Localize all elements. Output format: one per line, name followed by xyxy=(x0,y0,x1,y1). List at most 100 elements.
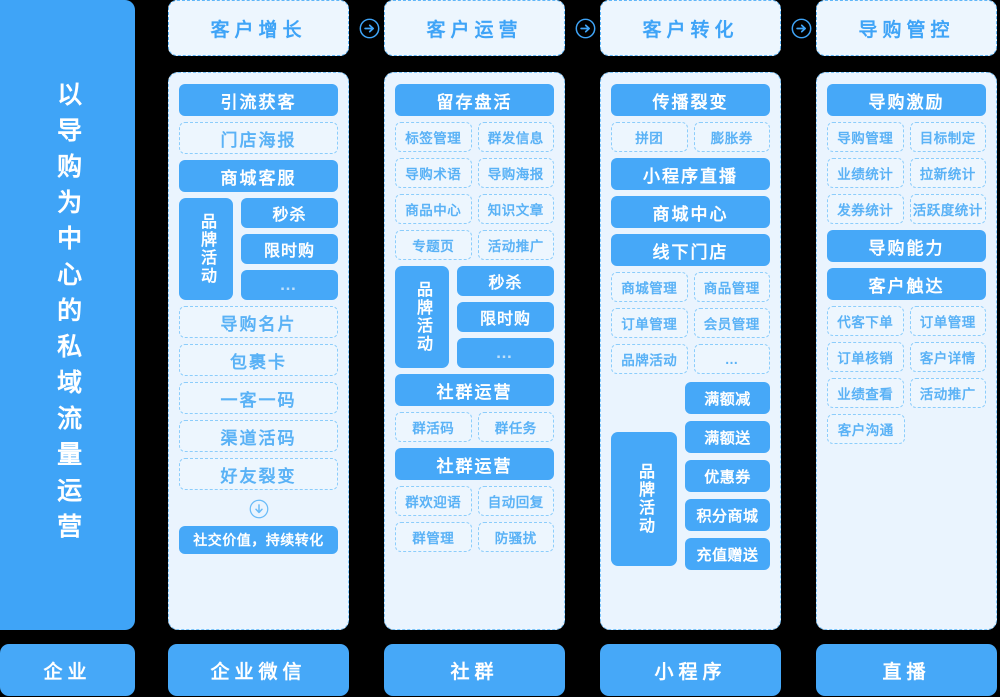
node-more-ellipsis[interactable]: … xyxy=(693,344,770,374)
node-满额送[interactable]: 满额送 xyxy=(685,421,770,453)
node-more-ellipsis[interactable]: … xyxy=(457,338,554,368)
node-限时购[interactable]: 限时购 xyxy=(241,234,338,264)
node-传播裂变[interactable]: 传播裂变 xyxy=(611,84,770,116)
node-秒杀[interactable]: 秒杀 xyxy=(241,198,338,228)
stage-header-2[interactable]: 客户转化 xyxy=(600,0,781,56)
node-活动推广[interactable]: 活动推广 xyxy=(477,230,554,260)
node-商品管理[interactable]: 商品管理 xyxy=(693,272,770,302)
node-自动回复[interactable]: 自动回复 xyxy=(477,486,554,516)
node-pair-row: 发券统计 活跃度统计 xyxy=(827,194,986,224)
node-导购海报[interactable]: 导购海报 xyxy=(477,158,554,188)
node-业绩查看[interactable]: 业绩查看 xyxy=(827,378,904,408)
node-秒杀[interactable]: 秒杀 xyxy=(457,266,554,296)
node-拉新统计[interactable]: 拉新统计 xyxy=(909,158,986,188)
brand-activity-group: 品牌活动 秒杀 限时购 … xyxy=(179,198,338,300)
cta-social-value[interactable]: 社交价值，持续转化 xyxy=(179,526,338,554)
node-品牌活动[interactable]: 品牌活动 xyxy=(611,432,677,566)
node-活跃度统计[interactable]: 活跃度统计 xyxy=(909,194,986,224)
node-商城客服[interactable]: 商城客服 xyxy=(179,160,338,192)
node-pair-row: 专题页 活动推广 xyxy=(395,230,554,260)
channel-企业[interactable]: 企业 xyxy=(0,644,135,696)
node-线下门店[interactable]: 线下门店 xyxy=(611,234,770,266)
node-渠道活码[interactable]: 渠道活码 xyxy=(179,420,338,452)
channel-直播[interactable]: 直播 xyxy=(816,644,997,696)
node-客户触达[interactable]: 客户触达 xyxy=(827,268,986,300)
node-业绩统计[interactable]: 业绩统计 xyxy=(827,158,904,188)
node-导购激励[interactable]: 导购激励 xyxy=(827,84,986,116)
stage-header-1[interactable]: 客户运营 xyxy=(384,0,565,56)
node-群任务[interactable]: 群任务 xyxy=(477,412,554,442)
arrow-right-circle-icon xyxy=(575,18,596,39)
node-订单管理[interactable]: 订单管理 xyxy=(909,306,986,336)
node-包裹卡[interactable]: 包裹卡 xyxy=(179,344,338,376)
node-留存盘活[interactable]: 留存盘活 xyxy=(395,84,554,116)
node-pair-row: 导购术语 导购海报 xyxy=(395,158,554,188)
arrow-down-circle-icon xyxy=(179,499,338,519)
node-pair-row: 品牌活动 … xyxy=(611,344,770,374)
node-pair-row: 拼团 膨胀券 xyxy=(611,122,770,152)
node-导购名片[interactable]: 导购名片 xyxy=(179,306,338,338)
node-会员管理[interactable]: 会员管理 xyxy=(693,308,770,338)
node-充值赠送[interactable]: 充值赠送 xyxy=(685,538,770,570)
stage-header-0[interactable]: 客户增长 xyxy=(168,0,349,56)
node-代客下单[interactable]: 代客下单 xyxy=(827,306,904,336)
node-品牌活动-small[interactable]: 品牌活动 xyxy=(611,344,688,374)
node-导购管理[interactable]: 导购管理 xyxy=(827,122,904,152)
node-订单核销[interactable]: 订单核销 xyxy=(827,342,904,372)
node-pair-row: 群管理 防骚扰 xyxy=(395,522,554,552)
banner-title: 以导购为中心的私域流量运营 xyxy=(53,81,82,549)
node-more-ellipsis[interactable]: … xyxy=(241,270,338,300)
brand-activity-group: 品牌活动 满额减 满额送 优惠券 积分商城 充值赠送 xyxy=(611,382,770,570)
node-好友裂变[interactable]: 好友裂变 xyxy=(179,458,338,490)
node-商城管理[interactable]: 商城管理 xyxy=(611,272,688,302)
panel-guide-management: 导购激励 导购管理 目标制定 业绩统计 拉新统计 发券统计 活跃度统计 导购能力… xyxy=(816,72,997,630)
node-防骚扰[interactable]: 防骚扰 xyxy=(477,522,554,552)
channel-企业微信[interactable]: 企业微信 xyxy=(168,644,349,696)
node-品牌活动[interactable]: 品牌活动 xyxy=(395,266,449,368)
node-pair-row: 客户沟通 xyxy=(827,414,986,444)
node-满额减[interactable]: 满额减 xyxy=(685,382,770,414)
node-限时购[interactable]: 限时购 xyxy=(457,302,554,332)
node-优惠券[interactable]: 优惠券 xyxy=(685,460,770,492)
node-客户沟通[interactable]: 客户沟通 xyxy=(827,414,905,444)
stage-header-row: 客户增长 客户运营 客户转化 导购管控 xyxy=(168,0,1000,56)
node-知识文章[interactable]: 知识文章 xyxy=(477,194,554,224)
node-pair-row: 标签管理 群发信息 xyxy=(395,122,554,152)
arrow-right-circle-icon xyxy=(791,18,812,39)
node-群欢迎语[interactable]: 群欢迎语 xyxy=(395,486,472,516)
node-pair-row: 商品中心 知识文章 xyxy=(395,194,554,224)
node-积分商城[interactable]: 积分商城 xyxy=(685,499,770,531)
node-群发信息[interactable]: 群发信息 xyxy=(477,122,554,152)
node-一客一码[interactable]: 一客一码 xyxy=(179,382,338,414)
node-活动推广[interactable]: 活动推广 xyxy=(909,378,986,408)
node-拼团[interactable]: 拼团 xyxy=(611,122,688,152)
node-客户详情[interactable]: 客户详情 xyxy=(909,342,986,372)
node-商城中心[interactable]: 商城中心 xyxy=(611,196,770,228)
node-膨胀券[interactable]: 膨胀券 xyxy=(693,122,770,152)
node-导购能力[interactable]: 导购能力 xyxy=(827,230,986,262)
node-专题页[interactable]: 专题页 xyxy=(395,230,472,260)
panel-customer-growth: 引流获客 门店海报 商城客服 品牌活动 秒杀 限时购 … 导购名片 包裹卡 一客… xyxy=(168,72,349,630)
node-pair-row: 导购管理 目标制定 xyxy=(827,122,986,152)
panel-customer-operation: 留存盘活 标签管理 群发信息 导购术语 导购海报 商品中心 知识文章 专题页 活… xyxy=(384,72,565,630)
node-订单管理[interactable]: 订单管理 xyxy=(611,308,688,338)
node-品牌活动[interactable]: 品牌活动 xyxy=(179,198,233,300)
channel-社群[interactable]: 社群 xyxy=(384,644,565,696)
node-小程序直播[interactable]: 小程序直播 xyxy=(611,158,770,190)
node-标签管理[interactable]: 标签管理 xyxy=(395,122,472,152)
node-商品中心[interactable]: 商品中心 xyxy=(395,194,472,224)
node-导购术语[interactable]: 导购术语 xyxy=(395,158,472,188)
node-社群运营-1[interactable]: 社群运营 xyxy=(395,374,554,406)
node-pair-row: 群活码 群任务 xyxy=(395,412,554,442)
node-引流获客[interactable]: 引流获客 xyxy=(179,84,338,116)
channel-小程序[interactable]: 小程序 xyxy=(600,644,781,696)
node-发券统计[interactable]: 发券统计 xyxy=(827,194,904,224)
node-社群运营-2[interactable]: 社群运营 xyxy=(395,448,554,480)
node-群活码[interactable]: 群活码 xyxy=(395,412,472,442)
panel-customer-conversion: 传播裂变 拼团 膨胀券 小程序直播 商城中心 线下门店 商城管理 商品管理 订单… xyxy=(600,72,781,630)
node-群管理[interactable]: 群管理 xyxy=(395,522,472,552)
stage-header-3[interactable]: 导购管控 xyxy=(816,0,997,56)
node-门店海报[interactable]: 门店海报 xyxy=(179,122,338,154)
node-目标制定[interactable]: 目标制定 xyxy=(909,122,986,152)
